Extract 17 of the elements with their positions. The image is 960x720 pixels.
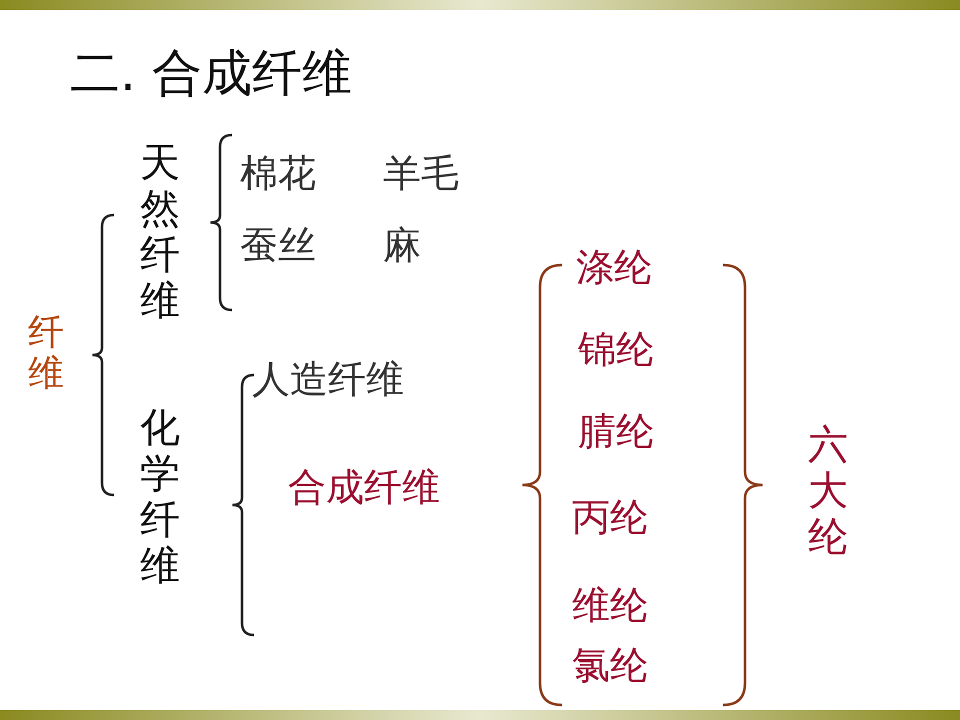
item-label: 腈纶 — [578, 410, 654, 454]
category-label: 六大纶 — [808, 422, 849, 560]
category-label: 化学纤维 — [140, 405, 181, 589]
item-label: 羊毛 — [383, 152, 459, 196]
item-label: 锦纶 — [578, 328, 654, 372]
category-label: 纤维 — [28, 312, 65, 395]
category-label: 天然纤维 — [140, 140, 181, 324]
item-label: 麻 — [383, 224, 421, 268]
item-label: 人造纤维 — [252, 358, 404, 402]
item-label: 氯纶 — [572, 644, 648, 688]
slide-title: 二. 合成纤维 — [70, 45, 352, 102]
item-label: 维纶 — [572, 584, 648, 628]
item-label: 棉花 — [240, 152, 316, 196]
item-label: 丙纶 — [572, 496, 648, 540]
item-label: 蚕丝 — [240, 224, 316, 268]
item-label: 涤纶 — [576, 246, 652, 290]
item-label: 合成纤维 — [288, 466, 440, 510]
